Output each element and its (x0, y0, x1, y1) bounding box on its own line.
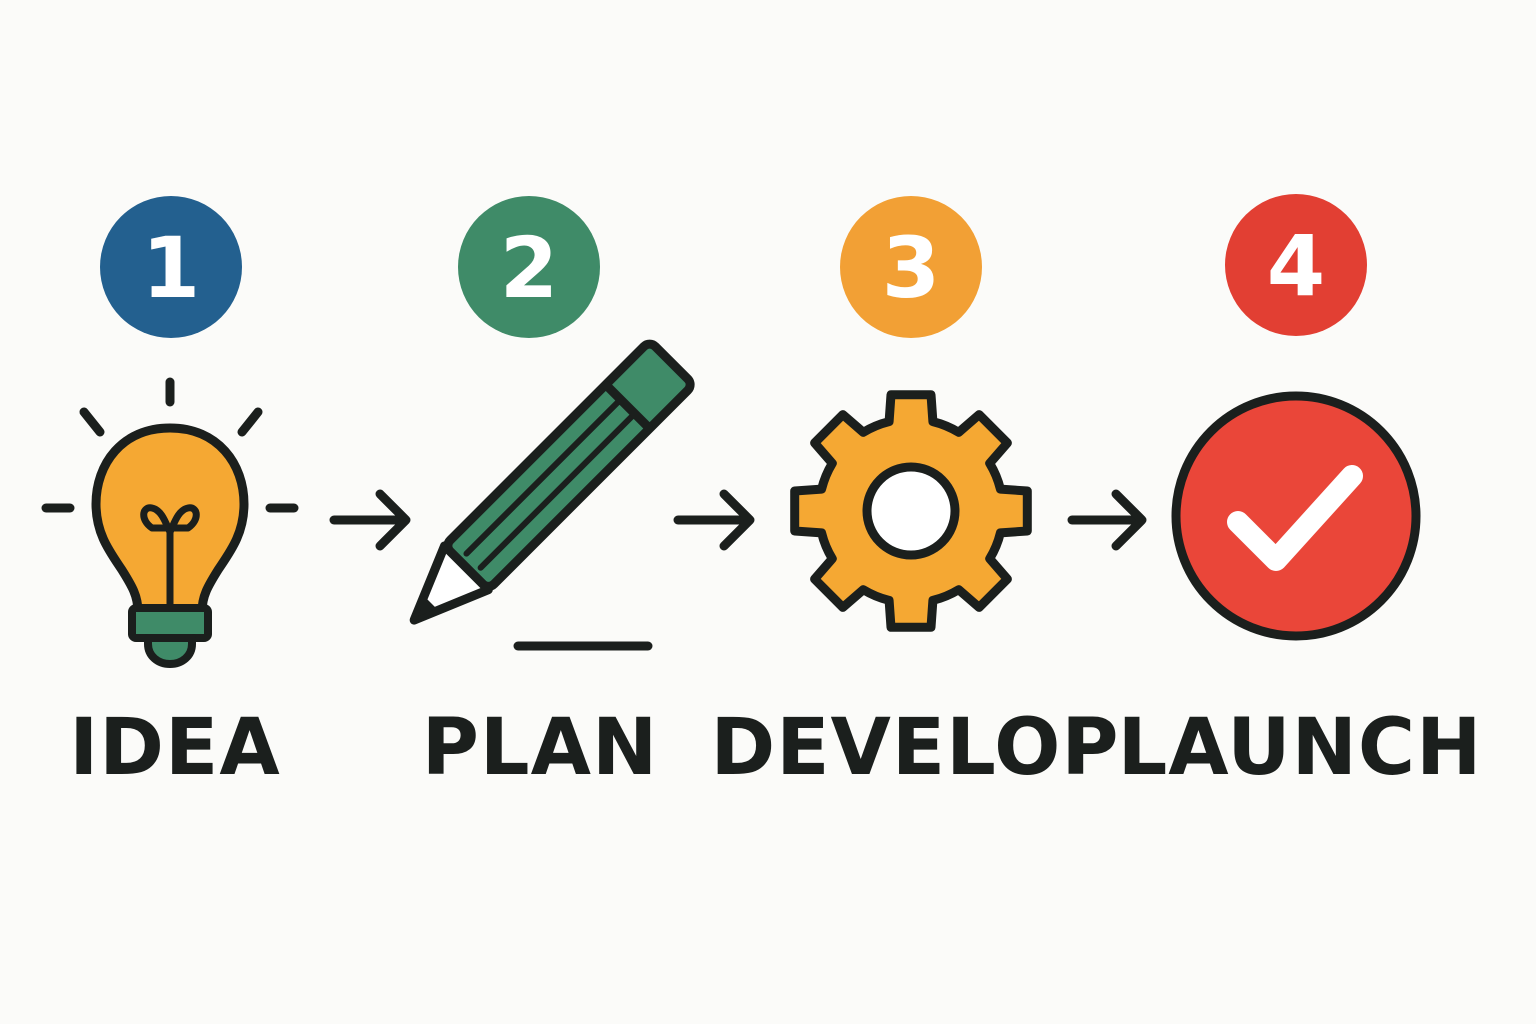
step-1-badge: 1 (100, 196, 242, 338)
arrow-right-icon (1067, 489, 1147, 551)
step-3-label: DEVELOP (710, 703, 1120, 793)
gear-icon (790, 390, 1032, 632)
step-4-number: 4 (1266, 217, 1326, 315)
step-3-number: 3 (881, 219, 941, 317)
pencil-icon (409, 339, 695, 651)
step-4-label: LAUNCH (1117, 703, 1483, 793)
gear-hole (862, 462, 960, 560)
lightbulb-icon (41, 377, 299, 668)
checkmark-circle-icon (1171, 391, 1421, 641)
step-1-number: 1 (141, 219, 201, 317)
step-3-badge: 3 (840, 196, 982, 338)
step-2-label: PLAN (421, 703, 659, 793)
step-4-badge: 4 (1225, 194, 1367, 336)
step-2-badge: 2 (458, 196, 600, 338)
arrow-right-icon (673, 489, 755, 551)
arrow-right-icon (329, 489, 411, 551)
step-2-number: 2 (499, 219, 559, 317)
step-1-label: IDEA (69, 703, 281, 793)
